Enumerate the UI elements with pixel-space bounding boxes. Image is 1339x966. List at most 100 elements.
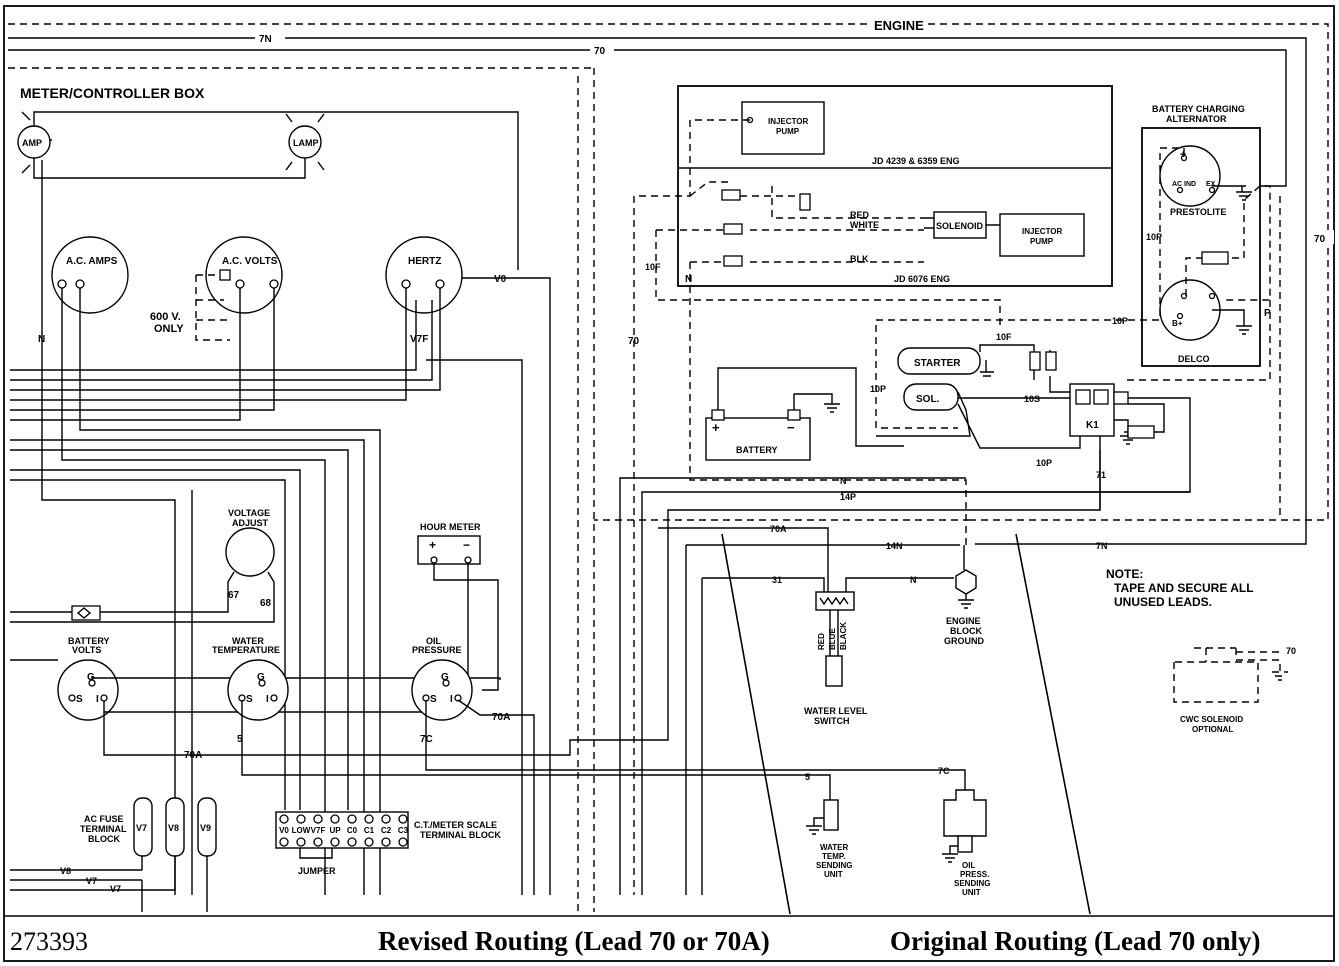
jd-4239-label: JD 4239 & 6359 ENG: [872, 156, 960, 166]
prestolite-label: PRESTOLITE: [1170, 207, 1226, 217]
ac-volts-label: A.C. VOLTS: [222, 256, 278, 267]
ac-ind-label: AC IND: [1172, 181, 1196, 188]
lead-label-5-left: 5: [237, 734, 243, 745]
battery: [705, 367, 904, 461]
svg-text:G: G: [87, 672, 95, 683]
v600-label-1: 600 V.: [150, 311, 181, 323]
lead-label-70-cwc: 70: [1286, 646, 1296, 656]
engine-block-label-2: BLOCK: [950, 626, 982, 636]
svg-text:S: S: [76, 694, 83, 705]
water-temp-send-1: WATER: [820, 843, 849, 852]
lead-label-31: 31: [772, 575, 782, 585]
ct-terminal-pin-top: [330, 814, 340, 824]
fuse-v7: V7: [136, 823, 147, 833]
svg-text:I: I: [96, 694, 99, 705]
hertz-meter: [385, 236, 551, 895]
jd-engine-box: [633, 85, 1113, 895]
ct-terminal-pin-top: [347, 814, 357, 824]
lead-label-p: P: [1264, 308, 1271, 319]
ct-terminal-pin-bottom: [313, 837, 323, 847]
cwc-label-1: CWC SOLENOID: [1180, 715, 1243, 724]
lead-label-v0: V0: [494, 274, 507, 285]
svg-text:S: S: [246, 694, 253, 705]
oil-pressure-label-2: PRESSURE: [412, 645, 462, 655]
lead-label-7n-top: 7N: [259, 34, 272, 45]
water-temp-sending-unit: [806, 799, 839, 835]
revised-routing-caption: Revised Routing (Lead 70 or 70A): [378, 926, 770, 956]
lead-label-v7f: V7F: [410, 334, 428, 345]
ct-terminal-pin-top: [313, 814, 323, 824]
water-temp-send-3: SENDING: [816, 861, 852, 870]
svg-text:G: G: [441, 672, 449, 683]
battery-minus: −: [787, 420, 795, 435]
note-label-3: UNUSED LEADS.: [1114, 595, 1212, 609]
battery-volts-gauge: [10, 450, 1101, 756]
lead-label-7n-engine: 7N: [1096, 541, 1108, 551]
ct-terminal-label: C3: [398, 826, 409, 835]
starter-motor: [876, 344, 1081, 449]
lead-label-10p-alt: 10P: [1146, 232, 1162, 242]
ct-terminal-pin-bottom: [398, 837, 408, 847]
lead-label-10f-left: 10F: [645, 262, 661, 272]
ac-fuse-label-1: AC FUSE: [84, 814, 124, 824]
cwc-solenoid: [1173, 647, 1288, 703]
ct-meter-label-1: C.T./METER SCALE: [414, 820, 497, 830]
battery-volts-label-2: VOLTS: [72, 645, 101, 655]
engine-block-ground: [955, 569, 977, 609]
hour-meter: [417, 535, 499, 691]
oil-send-2: PRESS.: [960, 870, 989, 879]
lead-label-71: 71: [1096, 470, 1106, 480]
ct-terminal-label: V0: [279, 826, 289, 835]
lead-label-10p-mid: 10P: [1112, 316, 1128, 326]
note-label-1: NOTE:: [1106, 567, 1143, 581]
svg-text:G: G: [257, 672, 265, 683]
voltage-adjust-label-2: ADJUST: [232, 518, 269, 528]
ac-amps-label: A.C. AMPS: [66, 256, 118, 267]
figure-id: 273393: [10, 927, 88, 956]
ct-terminal-pin-bottom: [296, 837, 306, 847]
original-routing-leader: [1015, 533, 1091, 915]
ac-fuse-terminal-block: [10, 797, 217, 912]
lead-label-70a-left: 70A: [184, 750, 202, 761]
oil-pressure-label-1: OIL: [426, 636, 442, 646]
lead-label-v8-bottom: V8: [60, 866, 71, 876]
lead-label-n-ground: N: [910, 575, 917, 585]
k1-label: K1: [1086, 420, 1099, 431]
voltage-adjust-label-1: VOLTAGE: [228, 508, 270, 518]
engine-label: ENGINE: [874, 18, 924, 33]
lead-label-10p-starter: 10P: [870, 384, 886, 394]
fuse-v9: V9: [200, 823, 211, 833]
lead-label-70-top: 70: [594, 46, 606, 57]
ct-terminal-pin-bottom: [347, 837, 357, 847]
oil-pressure-gauge: [411, 659, 966, 895]
wl-blue-label: BLUE: [828, 628, 837, 650]
water-temp-gauge: [227, 659, 831, 800]
svg-text:I: I: [450, 694, 453, 705]
k1-relay: [641, 383, 1191, 895]
wire-red-label: RED: [850, 210, 870, 220]
ac-fuse-label-3: BLOCK: [88, 834, 120, 844]
battery-plus: +: [712, 420, 720, 435]
water-level-label-2: SWITCH: [814, 716, 850, 726]
ac-volts-meter: [205, 236, 283, 314]
oil-send-1: OIL: [962, 861, 975, 870]
b-plus-label: B+: [1172, 319, 1183, 328]
injector-pump-top-2: PUMP: [776, 127, 800, 136]
oil-send-4: UNIT: [962, 888, 981, 897]
lamp-left: [17, 111, 519, 270]
fuse-v8: V8: [168, 823, 179, 833]
lead-label-14n: 14N: [886, 541, 903, 551]
cwc-label-2: OPTIONAL: [1192, 725, 1233, 734]
lamp-right-label: LAMP: [293, 138, 319, 148]
lead-label-7c-left: 7C: [420, 734, 433, 745]
jd-6076-label: JD 6076 ENG: [894, 274, 950, 284]
ct-terminal-label: LOW: [292, 826, 311, 835]
alternator-label-2: ALTERNATOR: [1166, 114, 1227, 124]
water-temp-label-2: TEMPERATURE: [212, 645, 280, 655]
v600-jumper: [195, 269, 231, 341]
lead-label-68: 68: [260, 598, 272, 609]
injector-pump-top-1: INJECTOR: [768, 117, 809, 126]
wl-red-label: RED: [817, 633, 826, 650]
svg-text:I: I: [266, 694, 269, 705]
